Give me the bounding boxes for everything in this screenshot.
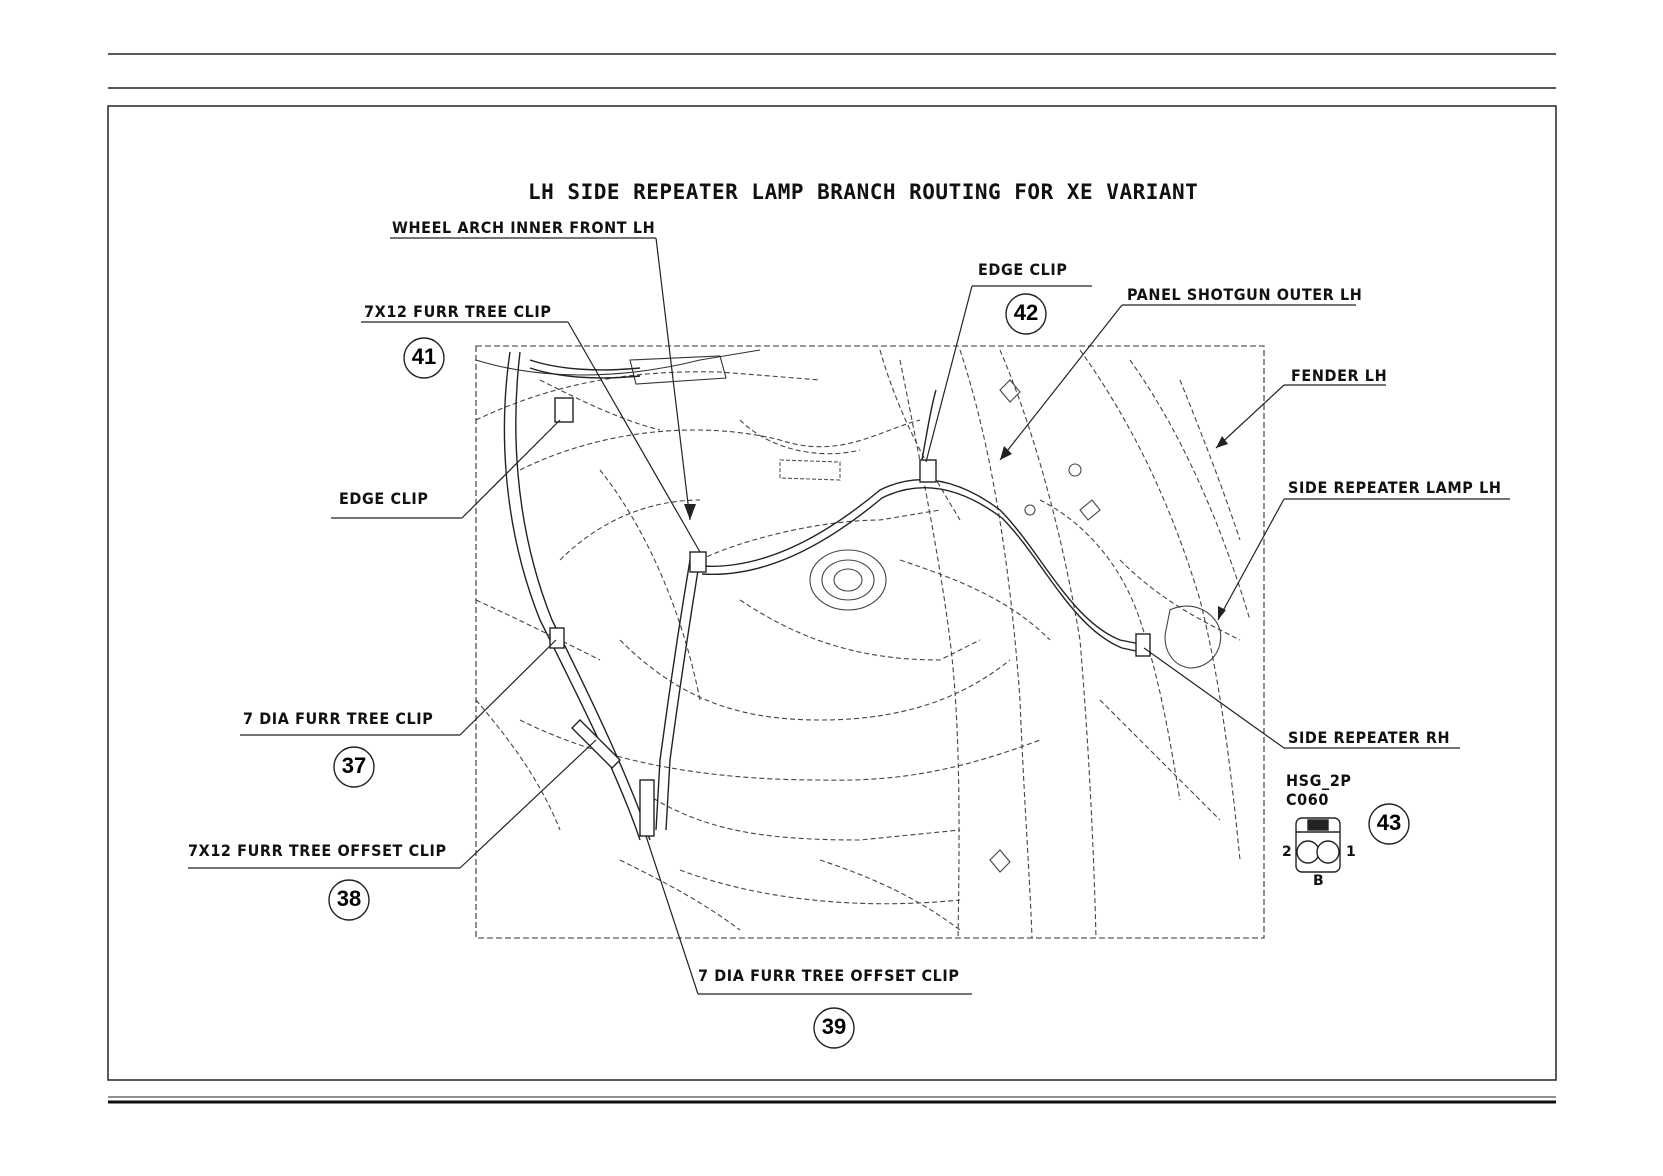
connector-symbol [1295,817,1341,873]
label-wheel-arch-inner-front: WHEEL ARCH INNER FRONT LH [392,218,656,237]
drawing-frame [107,105,1557,1081]
balloon-39: 39 [821,1014,847,1039]
label-7x12-furr-tree-offset-clip: 7X12 FURR TREE OFFSET CLIP [188,841,447,860]
leader-lines [188,237,1510,995]
label-side-repeater-lamp: SIDE REPEATER LAMP LH [1288,478,1502,497]
label-7-dia-furr-tree-offset-clip: 7 DIA FURR TREE OFFSET CLIP [698,966,960,985]
connector-name: HSG_2P [1286,771,1352,790]
label-7-dia-furr-tree-clip: 7 DIA FURR TREE CLIP [243,709,434,728]
balloon-41: 41 [411,344,437,369]
label-fender: FENDER LH [1291,366,1388,385]
label-edge-clip-left: EDGE CLIP [339,489,429,508]
label-7x12-furr-tree-clip: 7X12 FURR TREE CLIP [364,302,552,321]
connector-pin-1: 1 [1346,844,1356,860]
balloon-37: 37 [341,753,367,778]
connector-code: C060 [1286,790,1330,809]
diagram-title: LH SIDE REPEATER LAMP BRANCH ROUTING FOR… [528,180,1199,204]
balloon-circles [328,293,1410,1049]
arrowheads [684,436,1228,620]
car-body-drawing [475,345,1265,939]
label-edge-clip-top: EDGE CLIP [978,260,1068,279]
label-side-repeater-rh: SIDE REPEATER RH [1288,728,1451,747]
label-panel-shotgun-outer: PANEL SHOTGUN OUTER LH [1127,285,1363,304]
balloon-38: 38 [336,886,362,911]
balloon-43: 43 [1376,810,1402,835]
connector-key: B [1313,873,1324,889]
connector-pin-2: 2 [1282,844,1292,860]
balloon-42: 42 [1013,300,1039,325]
